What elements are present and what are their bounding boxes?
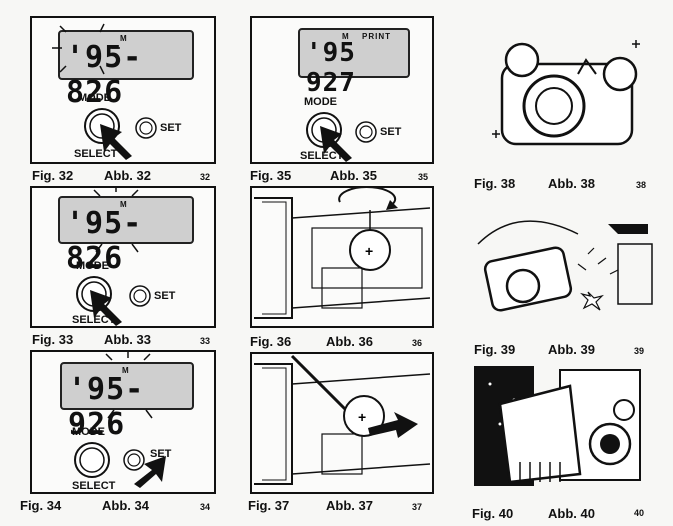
- mode-select-button-icon[interactable]: [72, 440, 112, 480]
- figure-ref: 35: [418, 172, 429, 182]
- lcd-display: M '95-826: [58, 196, 194, 276]
- fig-caption: Fig. 37: [248, 498, 290, 513]
- figure-ref: 39: [634, 346, 645, 356]
- date-readout: '95-926: [68, 372, 145, 442]
- set-label: SET: [154, 290, 176, 302]
- date-readout: '95-826: [66, 40, 143, 110]
- abb-caption: Abb. 37: [326, 498, 373, 513]
- blink-rays-icon: [93, 188, 139, 253]
- fig-caption: Fig. 32: [32, 168, 74, 183]
- date-readout: '95 927: [306, 38, 356, 98]
- press-arrow-icon: [320, 126, 352, 162]
- abb-caption: Abb. 34: [102, 498, 149, 513]
- mode-indicator: M: [120, 200, 128, 209]
- set-label: SET: [380, 126, 402, 138]
- figure-33-panel: M '95-826 MODE SET SELECT: [30, 186, 216, 328]
- select-label: SELECT: [74, 148, 118, 160]
- mode-label: MODE: [304, 96, 337, 108]
- mode-indicator: M: [120, 34, 128, 43]
- figure-ref: 36: [412, 338, 423, 348]
- fig-caption: Fig. 40: [472, 506, 514, 521]
- battery-removal-illustration: +: [254, 354, 431, 485]
- abb-caption: Abb. 38: [548, 176, 595, 191]
- figure-37-panel: +: [250, 352, 434, 494]
- figure-ref: 34: [200, 502, 211, 512]
- press-arrow-icon: [90, 290, 122, 326]
- figure-36-panel: +: [250, 186, 434, 328]
- blink-rays-icon: [105, 352, 153, 419]
- svg-text:+: +: [358, 409, 366, 425]
- lcd-display: M '95-926: [60, 362, 194, 442]
- set-button-icon[interactable]: [128, 284, 152, 308]
- mode-label: MODE: [76, 260, 109, 272]
- mode-indicator: M: [122, 366, 130, 375]
- date-readout: '95-826: [66, 206, 143, 276]
- print-indicator: PRINT: [362, 32, 391, 41]
- figure-ref: 33: [200, 336, 211, 346]
- abb-caption: Abb. 32: [104, 168, 151, 183]
- set-label: SET: [160, 122, 182, 134]
- figure-ref: 32: [200, 172, 211, 182]
- mode-indicator: M: [342, 32, 350, 41]
- figure-ref: 37: [412, 502, 423, 512]
- figure-35-panel: M PRINT '95 927 MODE SET SELECT: [250, 16, 434, 164]
- set-button-icon[interactable]: [122, 448, 146, 472]
- camera-water-warning-cartoon: [477, 220, 653, 312]
- mode-label: MODE: [72, 426, 105, 438]
- press-arrow-icon: [134, 456, 166, 488]
- camera-character-cartoon: [492, 40, 640, 146]
- abb-caption: Abb. 33: [104, 332, 151, 347]
- figure-32-panel: M '95-826 MODE SET SELECT: [30, 16, 216, 164]
- svg-text:+: +: [365, 243, 373, 259]
- fig-caption: Fig. 34: [20, 498, 62, 513]
- mode-label: MODE: [78, 92, 111, 104]
- blink-rays-icon: [52, 23, 120, 75]
- figure-ref: 38: [636, 180, 647, 190]
- abb-caption: Abb. 35: [330, 168, 377, 183]
- set-button-icon[interactable]: [354, 120, 378, 144]
- lcd-display: M PRINT '95 927: [298, 28, 410, 98]
- camera-heater-cartoon: [474, 366, 641, 486]
- fig-caption: Fig. 36: [250, 334, 292, 349]
- select-label: SELECT: [300, 150, 344, 162]
- fig-caption: Fig. 33: [32, 332, 74, 347]
- abb-caption: Abb. 40: [548, 506, 595, 521]
- press-arrow-icon: [100, 124, 132, 160]
- set-label: SET: [150, 448, 172, 460]
- abb-caption: Abb. 36: [326, 334, 373, 349]
- fig-caption: Fig. 38: [474, 176, 516, 191]
- battery-compartment-illustration: +: [254, 188, 431, 319]
- select-label: SELECT: [72, 314, 116, 326]
- figure-ref: 40: [634, 508, 645, 518]
- select-label: SELECT: [72, 480, 116, 492]
- fig-caption: Fig. 39: [474, 342, 516, 357]
- lcd-display: M '95-826: [58, 30, 194, 110]
- fig-caption: Fig. 35: [250, 168, 292, 183]
- abb-caption: Abb. 39: [548, 342, 595, 357]
- set-button-icon[interactable]: [134, 116, 158, 140]
- figure-34-panel: M '95-926 MODE SET SELECT: [30, 350, 216, 494]
